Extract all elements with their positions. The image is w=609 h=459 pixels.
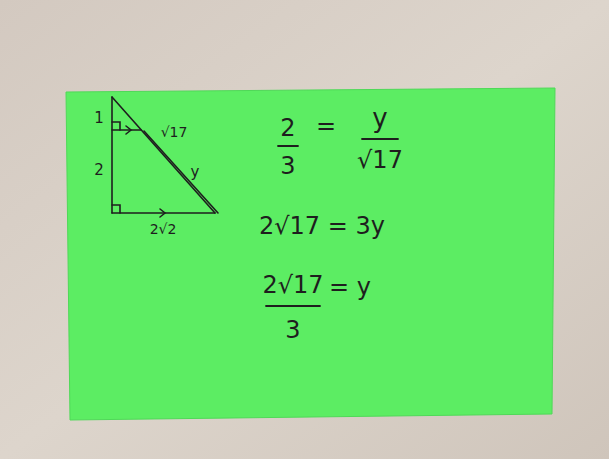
side-length: √17 bbox=[161, 125, 188, 140]
side-length: 2 bbox=[94, 162, 104, 179]
equation-term: 2 bbox=[280, 115, 295, 141]
green-card bbox=[66, 88, 555, 420]
equation-term: = bbox=[316, 113, 336, 139]
equation-term: √17 bbox=[357, 147, 403, 173]
side-length: 2√2 bbox=[150, 222, 177, 237]
side-length: 1 bbox=[94, 110, 104, 127]
equation-term: = y bbox=[329, 274, 371, 300]
triangle-figure bbox=[112, 97, 218, 217]
equation-line: 2√17 = 3y bbox=[259, 213, 385, 239]
equation-term: 3 bbox=[285, 317, 300, 343]
equation-term: 3 bbox=[280, 153, 295, 179]
side-length: y bbox=[191, 164, 200, 181]
equation-term: y bbox=[372, 104, 387, 133]
equation-term: 2√17 bbox=[262, 272, 323, 298]
